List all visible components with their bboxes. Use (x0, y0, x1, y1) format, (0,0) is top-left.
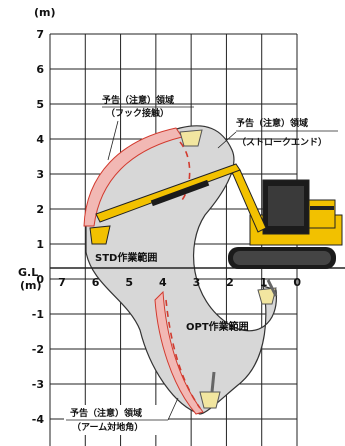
annotation-stroke-line1: 予告（注意）領域 (236, 117, 308, 129)
x-tick-label: 0 (293, 276, 301, 289)
y-tick-label: 6 (36, 63, 44, 76)
x-tick-label: 1 (260, 276, 268, 289)
y-tick-label: 7 (36, 28, 44, 41)
y-unit-label: (m) (34, 6, 56, 19)
y-tick-label: 5 (36, 98, 44, 111)
boom (231, 169, 267, 233)
x-tick-label: 3 (193, 276, 201, 289)
y-tick-label: -4 (32, 413, 45, 426)
x-axis-ticks: 7 6 5 4 3 2 1 0 (58, 276, 301, 289)
bucket-right (257, 287, 277, 305)
x-tick-label: 5 (125, 276, 133, 289)
bucket-reach (89, 225, 111, 245)
annotation-hook-line1: 予告（注意）領域 (102, 94, 174, 106)
work-range-area (85, 125, 277, 415)
x-tick-label: 7 (58, 276, 66, 289)
ground-level-label: G.L (18, 266, 38, 279)
arm (95, 163, 241, 223)
y-tick-label: -1 (32, 308, 44, 321)
y-tick-label: 1 (36, 238, 44, 251)
y-tick-label: 0 (36, 273, 44, 286)
annotation-hook-contact: 予告（注意）領域 （フック接触） (102, 94, 194, 161)
warning-zone-hook (83, 127, 183, 227)
x-tick-label: 6 (92, 276, 100, 289)
annotation-arm-line2: （アーム対地角） (72, 421, 143, 433)
x-tick-label: 2 (226, 276, 234, 289)
warning-dash-lower (165, 299, 201, 409)
opt-range-label: OPT作業範囲 (186, 320, 249, 333)
warning-dash-upper (179, 141, 191, 201)
annotation-arm-line1: 予告（注意）領域 (70, 407, 142, 419)
bucket-top (179, 129, 203, 147)
y-tick-label: -3 (32, 378, 44, 391)
y-tick-label: 3 (36, 168, 44, 181)
std-range-label: STD作業範囲 (95, 251, 157, 264)
bucket-bottom (199, 391, 221, 409)
annotation-arm-ground-angle: 予告（注意）領域 （アーム対地角） (64, 397, 179, 435)
annotation-stroke-line2: （ストロークエンド） (237, 137, 327, 148)
y-tick-label: 4 (36, 133, 44, 146)
y-tick-label: -2 (32, 343, 44, 356)
excavator (89, 163, 343, 269)
x-tick-label: 4 (159, 276, 167, 289)
y-tick-label: 2 (36, 203, 44, 216)
annotation-hook-line2: （フック接触） (106, 107, 169, 119)
x-unit-label: (m) (20, 279, 42, 292)
warning-zone-arm (154, 290, 204, 415)
annotation-stroke-end: 予告（注意）領域 （ストロークエンド） (217, 117, 338, 149)
